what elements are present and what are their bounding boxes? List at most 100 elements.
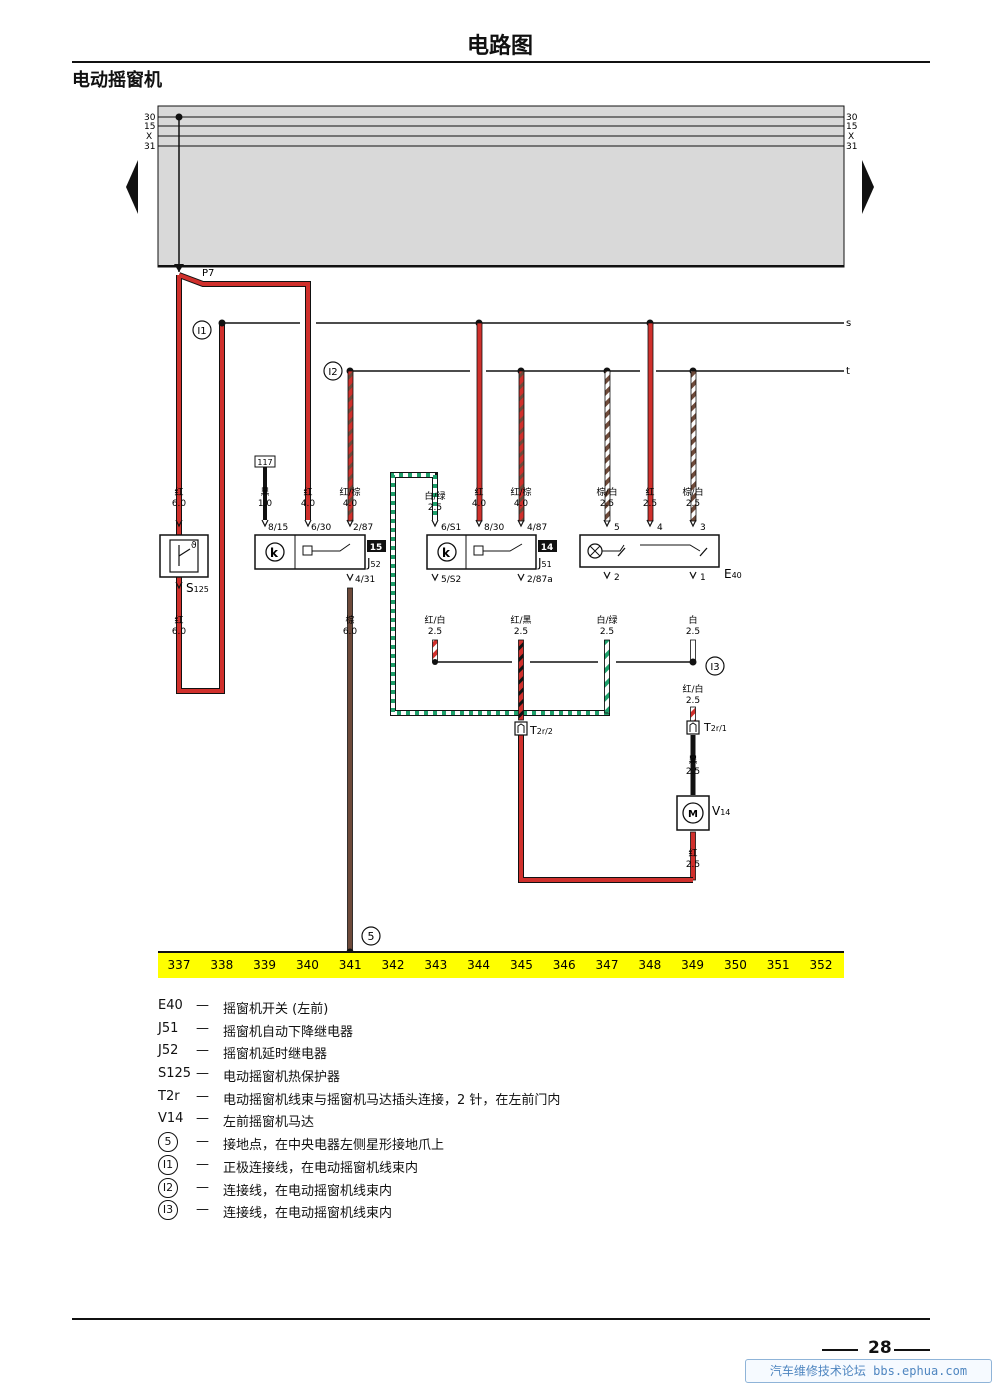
s125-thermal-protector: ϑ S125 — [159, 534, 209, 595]
wire-343b-color: 红/白 — [424, 614, 445, 626]
wire-349a-color: 棕/白 — [682, 486, 703, 498]
svg-text:k: k — [442, 546, 451, 560]
e40-pin-5: 5 — [614, 523, 620, 533]
wire-347b-size: 2.5 — [600, 627, 614, 637]
bus-30-node — [175, 113, 183, 121]
page-number-rule-right — [894, 1349, 930, 1351]
wire-349d-color: 黑 — [688, 755, 697, 766]
wire-339-size: 1.0 — [258, 499, 273, 509]
svg-text:k: k — [270, 546, 279, 560]
watermark: 汽车维修技术论坛 bbs.ephua.com — [745, 1359, 992, 1383]
grid-number: 341 — [339, 958, 362, 972]
grid-number: 348 — [638, 958, 661, 972]
t2r2-connector: T2r/2 — [514, 721, 553, 737]
grid-number: 342 — [382, 958, 405, 972]
grid-number: 349 — [681, 958, 704, 972]
t2r2-label: T2r/2 — [529, 724, 553, 737]
wiring-diagram: 30 15 X 31 30 15 X 31 P7 s t I1 I2 — [126, 105, 874, 978]
wire-red-motor-return — [518, 735, 693, 883]
legend-dash: — — [196, 1088, 209, 1104]
connection-i2-label: I2 — [328, 367, 337, 378]
v14-motor-symbol: M — [688, 809, 698, 820]
ground-point-5-label: 5 — [368, 930, 375, 943]
top-rule — [72, 61, 930, 63]
line-t-label: t — [846, 366, 850, 377]
grid-number: 337 — [168, 958, 191, 972]
j52-pin-2-87: 2/87 — [353, 523, 373, 533]
wire-341a-color: 红/棕 — [339, 486, 360, 498]
j51-pin-6-s1: 6/S1 — [441, 523, 461, 533]
wire-349e-color: 红 — [688, 847, 697, 859]
page-number-rule-left — [822, 1349, 858, 1351]
grid-number: 339 — [253, 958, 276, 972]
page-title: 电路图 — [466, 34, 533, 59]
page-next-arrow[interactable] — [862, 160, 874, 214]
wire-341b-color: 棕 — [345, 614, 354, 626]
wire-345b-size: 2.5 — [514, 627, 528, 637]
wire-labels: 红6.0 红6.0 黑1.0 红4.0 红/棕4.0 棕6.0 白/绿2.5 红… — [172, 486, 704, 870]
legend-dash: — — [196, 1179, 209, 1195]
j51-pin-2-87a: 2/87a — [527, 575, 553, 585]
bus-label-right-31: 31 — [846, 142, 857, 152]
wire-349c-size: 2.5 — [686, 696, 700, 706]
connection-i2: I2 — [323, 361, 343, 381]
ref-117-label: 117 — [257, 458, 272, 467]
legend-circle: I2 — [158, 1177, 178, 1198]
legend-dash: — — [196, 1134, 209, 1150]
grid-number: 350 — [724, 958, 747, 972]
wire-345b-color: 红/黑 — [510, 614, 531, 626]
wire-349b-size: 2.5 — [686, 627, 700, 637]
legend-desc: 摇窗机开关 (左前) — [223, 1002, 329, 1017]
wire-347a-color: 棕/白 — [596, 486, 617, 498]
wire-345a-color: 红/棕 — [510, 486, 531, 498]
svg-text:ϑ: ϑ — [191, 541, 197, 551]
wire-337b-size: 6.0 — [172, 627, 187, 637]
legend-desc: 摇窗机延时继电器 — [223, 1047, 328, 1063]
legend-code: I2 — [158, 1177, 218, 1198]
legend-code: S125 — [158, 1066, 192, 1082]
wire-341a-size: 4.0 — [343, 499, 358, 509]
connection-i1: I1 — [192, 320, 212, 340]
line-s-label: s — [846, 318, 851, 329]
legend-code: E40 — [158, 998, 183, 1013]
e40-pin-4: 4 — [657, 523, 663, 533]
bus-label-left-31: 31 — [144, 142, 155, 152]
wire-345a-size: 4.0 — [514, 499, 529, 509]
central-electrics-panel — [157, 105, 845, 268]
wire-343a-size: 2.5 — [428, 503, 442, 513]
connector-marks — [261, 519, 697, 582]
legend-code: 5 — [158, 1132, 218, 1153]
wire-349a-size: 2.5 — [686, 499, 700, 509]
wire-344-color: 红 — [474, 486, 483, 498]
grid-number: 343 — [424, 958, 447, 972]
grid-number: 351 — [767, 958, 790, 972]
splice-p7-label: P7 — [202, 268, 214, 279]
grid-number: 344 — [467, 958, 490, 972]
legend-dash: — — [196, 1066, 209, 1082]
legend-dash: — — [196, 1020, 209, 1036]
bottom-rule — [72, 1318, 930, 1320]
legend-circle: I3 — [158, 1200, 178, 1221]
wire-347b-color: 白/绿 — [596, 614, 617, 626]
legend-desc: 左前摇窗机马达 — [223, 1115, 315, 1131]
wire-343a-color: 白/绿 — [424, 490, 445, 502]
wire-344-size: 4.0 — [472, 499, 487, 509]
page-number: 28 — [868, 1338, 892, 1358]
wire-337a-size: 6.0 — [172, 499, 187, 509]
wire-337b-color: 红 — [174, 614, 183, 626]
wire-341b-size: 6.0 — [343, 627, 358, 637]
s125-label: S125 — [186, 581, 209, 595]
grid-number: 338 — [210, 958, 233, 972]
grid-number-bar — [158, 952, 844, 978]
wire-348-color: 红 — [645, 486, 654, 498]
wire-339-color: 黑 — [260, 487, 269, 498]
legend-desc: 电动摇窗机热保护器 — [223, 1070, 341, 1086]
bus-label-right-30: 30 — [846, 113, 858, 123]
ground-point-5: 5 — [361, 926, 381, 946]
page-prev-arrow[interactable] — [126, 160, 138, 214]
legend-dash: — — [196, 998, 209, 1013]
bus-label-right-x: X — [848, 132, 854, 142]
legend-code: T2r — [158, 1088, 180, 1104]
e40-window-switch: E40 — [579, 534, 742, 581]
legend-desc: 连接线，在电动摇窗机线束内 — [223, 1206, 393, 1222]
